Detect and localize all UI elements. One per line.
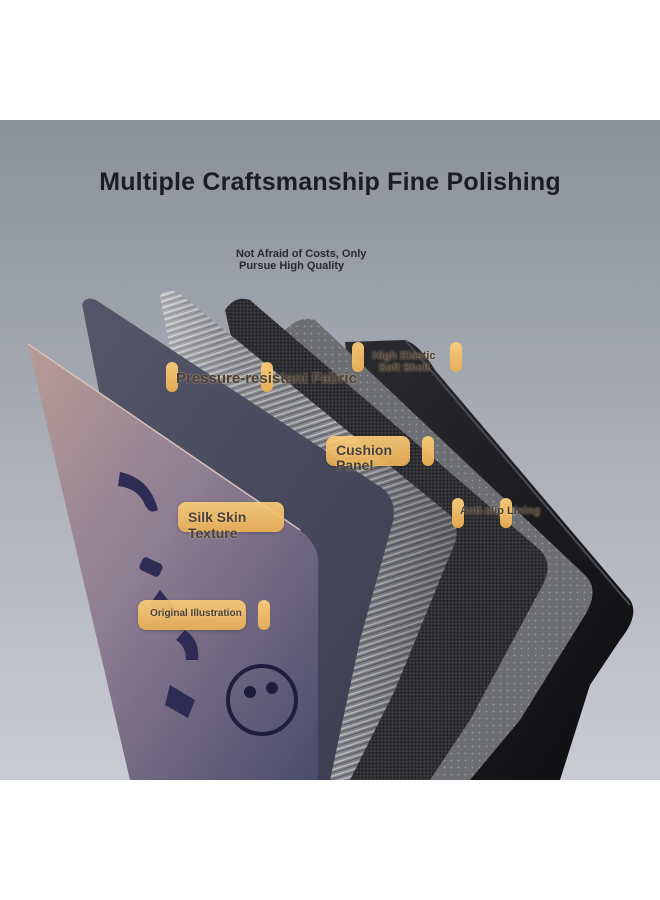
shell-label: High Elastic Soft Shell xyxy=(372,350,436,374)
illustration-tag xyxy=(138,600,246,630)
lining-tag-right xyxy=(500,498,512,528)
silk-tag xyxy=(178,502,284,532)
soft-shell-edge xyxy=(404,339,631,606)
subheadline-line-1: Not Afraid of Costs, Only xyxy=(236,248,367,260)
shell-tag-right xyxy=(450,342,462,372)
shell-tag-left xyxy=(352,342,364,372)
headline: Multiple Craftsmanship Fine Polishing xyxy=(99,168,561,196)
fabric-label: Pressure-resistant Fabric xyxy=(176,370,357,387)
case-layers-illustration xyxy=(27,290,634,780)
illustration-label: Original Illustration xyxy=(150,608,242,619)
lining-label: Anti-slip Lining xyxy=(460,505,541,517)
fabric-tag-right xyxy=(261,362,273,392)
illustration-face xyxy=(226,664,298,736)
fabric-tag-left xyxy=(166,362,178,392)
lining-tag-left xyxy=(452,498,464,528)
cushion-label: Cushion Panel xyxy=(336,442,392,473)
cushion-tag xyxy=(326,436,410,466)
silk-label: Silk Skin Texture xyxy=(188,509,247,541)
cushion-tag-right xyxy=(422,436,434,466)
illustration-tag-right xyxy=(258,600,270,630)
subheadline-line-2: Pursue High Quality xyxy=(239,260,345,272)
illustration-edge xyxy=(27,343,301,531)
subheadline: Not Afraid of Costs, Only Pursue High Qu… xyxy=(236,248,436,272)
product-image: Multiple Craftsmanship Fine Polishing No… xyxy=(0,120,660,780)
